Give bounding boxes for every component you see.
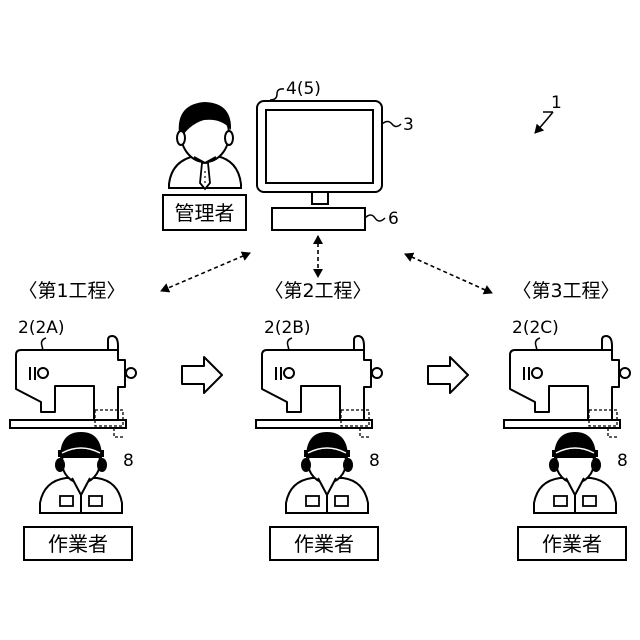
manager-person-icon: [169, 102, 241, 189]
flow-arrow-icon: [182, 357, 222, 393]
link-process-3: [405, 254, 492, 293]
worker-label: 作業者: [48, 532, 108, 556]
station-1: 〈第1工程〉 2(2A) 8 作業者: [10, 280, 136, 560]
worker-person-icon: [40, 432, 122, 513]
flow-arrow-icon: [428, 357, 468, 393]
machine-ref-label: 2(2B): [264, 318, 311, 338]
device-ref-label: 8: [123, 451, 134, 471]
process-label: 〈第2工程〉: [264, 280, 371, 302]
station-2: 〈第2工程〉 2(2B) 8 作業者: [256, 280, 382, 560]
unit-ref-label: 6: [388, 209, 399, 229]
worker-person-icon: [286, 432, 368, 513]
sewing-machine-icon: [256, 336, 382, 437]
worker-label: 作業者: [294, 532, 354, 556]
link-process-1: [161, 253, 250, 291]
device-ref-label: 8: [617, 451, 628, 471]
worker-label: 作業者: [542, 532, 602, 556]
worker-person-icon: [534, 432, 616, 513]
manager-label: 管理者: [175, 201, 235, 225]
computer-monitor-icon: [257, 101, 382, 230]
process-label: 〈第3工程〉: [512, 280, 619, 302]
device-ref-label: 8: [369, 451, 380, 471]
computer-ref-label: 3: [403, 115, 414, 135]
machine-ref-label: 2(2C): [512, 318, 559, 338]
machine-ref-label: 2(2A): [18, 318, 65, 338]
monitor-ref-label: 4(5): [286, 79, 321, 99]
system-ref-label: 1: [551, 93, 562, 113]
sewing-machine-icon: [10, 336, 136, 437]
station-3: 〈第3工程〉 2(2C) 8 作業者: [504, 280, 630, 560]
system-ref-arrow: [535, 112, 553, 133]
process-label: 〈第1工程〉: [18, 280, 125, 302]
sewing-machine-icon: [504, 336, 630, 437]
